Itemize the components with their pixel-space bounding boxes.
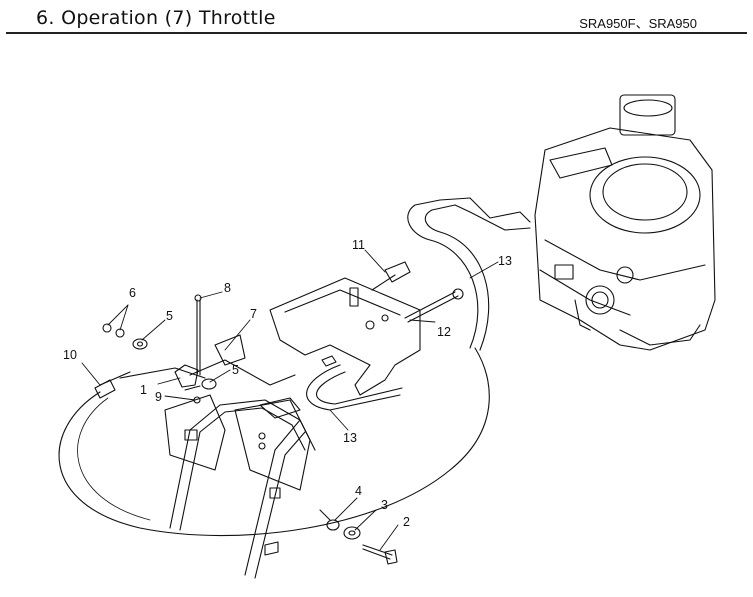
engine-cable-upper xyxy=(407,199,479,349)
engine-linkage-rod-2 xyxy=(454,204,531,231)
callout-7: 7 xyxy=(250,307,257,321)
callout-9: 9 xyxy=(155,390,162,404)
header-rule xyxy=(6,32,747,34)
engine-cable-lower-2 xyxy=(316,371,403,405)
throttle-lever-assembly xyxy=(94,364,206,399)
page-header: 6. Operation (7) Throttle SRA950F、SRA950 xyxy=(0,0,753,40)
engine-cable-upper-2 xyxy=(424,204,490,351)
cable-loop-inner xyxy=(77,397,151,521)
callout-2: 2 xyxy=(403,515,410,529)
throttle-cable-loop xyxy=(58,347,490,537)
leader-lines xyxy=(81,249,499,551)
callout-5-lower: 5 xyxy=(232,363,239,377)
page-title: 6. Operation (7) Throttle xyxy=(36,7,276,29)
throttle-bolt xyxy=(404,288,464,323)
fasteners xyxy=(102,294,398,565)
engine-cable-lower xyxy=(306,364,401,411)
callout-5-upper: 5 xyxy=(166,309,173,323)
callout-3: 3 xyxy=(381,498,388,512)
callout-13-lower: 13 xyxy=(343,431,357,445)
callout-6: 6 xyxy=(129,286,136,300)
callout-13-upper: 13 xyxy=(498,254,512,268)
callout-11: 11 xyxy=(352,238,365,252)
handle-bar-frame xyxy=(164,394,316,579)
callout-4: 4 xyxy=(355,484,362,498)
engine-assembly xyxy=(534,94,716,351)
control-bracket xyxy=(189,277,421,396)
callout-labels: 1 2 3 4 5 5 6 7 8 9 10 11 12 13 13 xyxy=(63,238,512,529)
throttle-lever-knob xyxy=(371,261,411,291)
callout-8: 8 xyxy=(224,281,231,295)
cable-nut xyxy=(321,355,337,367)
callout-10: 10 xyxy=(63,348,77,362)
model-list: SRA950F、SRA950 xyxy=(579,16,697,31)
engine-linkage-rod xyxy=(439,197,531,223)
callout-12: 12 xyxy=(437,325,451,339)
callout-1: 1 xyxy=(140,383,147,397)
